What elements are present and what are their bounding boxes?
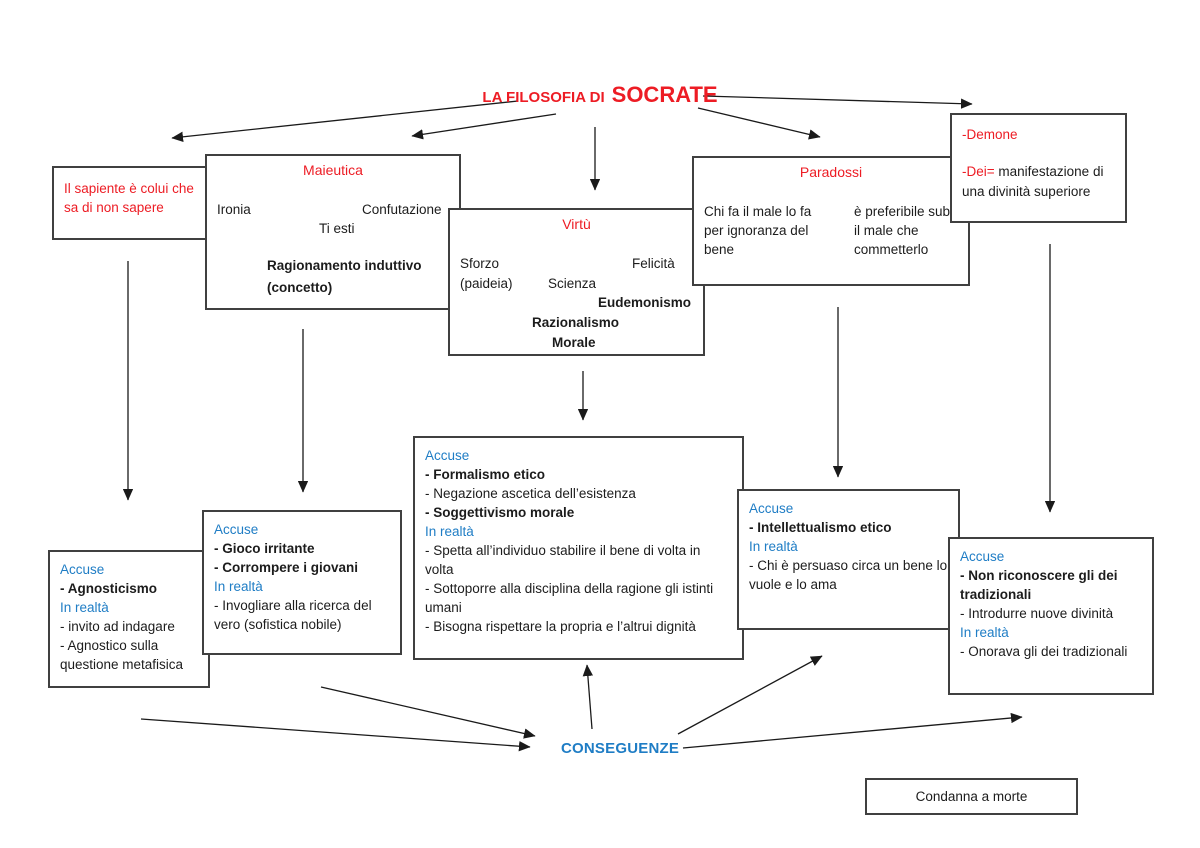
box-condanna: Condanna a morte bbox=[865, 778, 1078, 815]
accuse-item: - Gioco irritante bbox=[214, 541, 315, 556]
maieutica-title: Maieutica bbox=[303, 162, 363, 178]
box-accuse-dei: Accuse - Non riconoscere gli dei tradizi… bbox=[948, 537, 1154, 695]
arrow-title-to-maieutica bbox=[411, 113, 557, 140]
condanna-text: Condanna a morte bbox=[915, 789, 1028, 804]
accuse-item: - Invogliare alla ricerca del vero (sofi… bbox=[214, 598, 372, 632]
arrow-conseguenze-to-right bbox=[682, 712, 1023, 749]
in-realta-heading: In realtà bbox=[960, 625, 1009, 640]
box-accuse-intellettualismo: Accuse - Intellettualismo etico In realt… bbox=[737, 489, 960, 630]
virtu-morale: Morale bbox=[552, 335, 596, 350]
virtu-eudemonismo: Eudemonismo bbox=[598, 295, 692, 310]
conseguenze-label: CONSEGUENZE bbox=[561, 740, 680, 757]
accuse-heading: Accuse bbox=[425, 448, 470, 463]
page-title: LA FILOSOFIA DI SOCRATE bbox=[0, 82, 1200, 108]
maieutica-confutazione: Confutazione bbox=[362, 202, 442, 217]
arrow-conseguenze-to-accuse-formalismo bbox=[582, 664, 594, 730]
accuse-item: - Intellettualismo etico bbox=[749, 520, 892, 535]
accuse-item: - Sottoporre alla disciplina della ragio… bbox=[425, 581, 714, 615]
box-paradossi: Paradossi Chi fa il male lo fa per ignor… bbox=[692, 156, 970, 286]
maieutica-ragionamento: Ragionamento induttivo bbox=[267, 258, 422, 273]
accuse-item: - Corrompere i giovani bbox=[214, 560, 359, 575]
sapiente-text: Il sapiente è colui che sa di non sapere bbox=[64, 181, 194, 215]
accuse-item: - Bisogna rispettare la propria e l’altr… bbox=[425, 619, 696, 634]
virtu-paideia: (paideia) bbox=[460, 276, 513, 291]
maieutica-ironia: Ironia bbox=[217, 202, 251, 217]
accuse-heading: Accuse bbox=[214, 522, 259, 537]
accuse-item: - Agnostico sulla questione metafisica bbox=[60, 638, 184, 672]
accuse-item: - Agnosticismo bbox=[60, 581, 158, 596]
accuse-item: - Chi è persuaso circa un bene lo vuole … bbox=[749, 558, 948, 592]
dei-text: manifestazione di una divinità superiore bbox=[962, 164, 1104, 199]
arrow-left-to-conseguenze-1 bbox=[140, 718, 531, 752]
accuse-item: - invito ad indagare bbox=[60, 619, 175, 634]
title-prefix: LA FILOSOFIA DI bbox=[482, 89, 605, 106]
title-main: SOCRATE bbox=[611, 82, 718, 107]
paradossi-title: Paradossi bbox=[799, 164, 863, 180]
box-accuse-formalismo: Accuse - Formalismo etico - Negazione as… bbox=[413, 436, 744, 660]
in-realta-heading: In realtà bbox=[214, 579, 263, 594]
accuse-item: - Formalismo etico bbox=[425, 467, 546, 482]
arrow-left-to-conseguenze-2 bbox=[320, 686, 536, 739]
paradossi-left-text: Chi fa il male lo fa per ignoranza del b… bbox=[704, 204, 812, 257]
box-accuse-gioco: Accuse - Gioco irritante - Corrompere i … bbox=[202, 510, 402, 655]
accuse-item: - Negazione ascetica dell’esistenza bbox=[425, 486, 636, 501]
arrow-title-to-paradossi bbox=[697, 107, 821, 140]
virtu-scienza: Scienza bbox=[548, 276, 597, 291]
accuse-item: - Onorava gli dei tradizionali bbox=[960, 644, 1128, 659]
in-realta-heading: In realtà bbox=[425, 524, 474, 539]
virtu-title: Virtù bbox=[562, 216, 591, 232]
box-sapiente: Il sapiente è colui che sa di non sapere bbox=[52, 166, 210, 240]
accuse-item: - Introdurre nuove divinità bbox=[960, 606, 1114, 621]
arrow-conseguenze-to-accuse-intellettualismo bbox=[677, 655, 823, 735]
virtu-razionalismo: Razionalismo bbox=[532, 315, 620, 330]
virtu-sforzo: Sforzo bbox=[460, 256, 500, 271]
accuse-item: - Non riconoscere gli dei tradizionali bbox=[960, 568, 1118, 602]
box-virtu: Virtù Sforzo Felicità (paideia) Scienza … bbox=[448, 208, 705, 356]
box-accuse-agnosticismo: Accuse - Agnosticismo In realtà - invito… bbox=[48, 550, 210, 688]
dei-label: -Dei= bbox=[962, 164, 995, 179]
accuse-heading: Accuse bbox=[960, 549, 1005, 564]
accuse-item: - Soggettivismo morale bbox=[425, 505, 575, 520]
paradossi-right-text: è preferibile subire il male che commett… bbox=[854, 204, 966, 257]
dei-line: -Dei= manifestazione di una divinità sup… bbox=[962, 162, 1115, 202]
box-maieutica: Maieutica Ironia Confutazione Ti esti Ra… bbox=[205, 154, 461, 310]
accuse-item: - Spetta all’individuo stabilire il bene… bbox=[425, 543, 701, 577]
maieutica-concetto: (concetto) bbox=[267, 280, 333, 295]
demone-line: -Demone bbox=[962, 127, 1018, 142]
in-realta-heading: In realtà bbox=[749, 539, 798, 554]
in-realta-heading: In realtà bbox=[60, 600, 109, 615]
accuse-heading: Accuse bbox=[60, 562, 105, 577]
maieutica-ti-esti: Ti esti bbox=[319, 221, 355, 236]
accuse-heading: Accuse bbox=[749, 501, 794, 516]
virtu-felicita: Felicità bbox=[632, 256, 675, 271]
box-demone: -Demone -Dei= manifestazione di una divi… bbox=[950, 113, 1127, 223]
